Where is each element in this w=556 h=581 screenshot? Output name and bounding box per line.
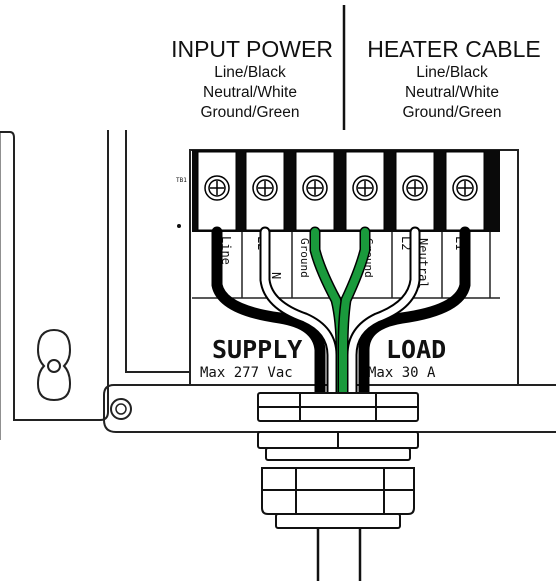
neutral-wire-supply <box>261 228 336 399</box>
supply-rating: Max 277 Vac <box>200 365 293 381</box>
mounting-keyhole <box>36 328 72 402</box>
screw-icon <box>252 175 278 201</box>
cable-gland <box>257 392 419 529</box>
neutral-wire-load <box>348 228 419 399</box>
screw-icon <box>302 175 328 201</box>
heater-cable-line-2: Neutral/White <box>405 84 499 101</box>
load-label-group: LOAD Max 30 A <box>368 335 446 381</box>
slot-label-n: N <box>269 272 283 279</box>
supply-label: SUPPLY <box>212 335 302 364</box>
ground-wire-load <box>339 228 369 399</box>
heater-cable-line-3: Ground/Green <box>402 104 501 121</box>
line-wire-load <box>358 226 471 401</box>
heater-cable-header: HEATER CABLE Line/Black Neutral/White Gr… <box>367 36 540 121</box>
terminal-block <box>192 150 500 232</box>
line-wire-supply <box>211 226 326 401</box>
input-power-header: INPUT POWER Line/Black Neutral/White Gro… <box>171 36 333 121</box>
slot-label-ground-left: Ground <box>298 238 311 278</box>
load-rating: Max 30 A <box>368 365 436 381</box>
board-dot <box>177 224 181 228</box>
exit-cable <box>316 528 362 581</box>
heater-cable-title: HEATER CABLE <box>367 36 540 62</box>
enclosure <box>0 130 556 440</box>
screw-icon <box>352 175 378 201</box>
input-power-line-1: Line/Black <box>214 64 286 81</box>
wires <box>211 226 471 401</box>
input-power-title: INPUT POWER <box>171 36 333 62</box>
terminal-screws <box>204 175 478 201</box>
enclosure-screw <box>110 398 132 420</box>
screw-icon <box>402 175 428 201</box>
tb1-label: TB1 <box>176 177 187 184</box>
input-power-line-3: Ground/Green <box>200 104 299 121</box>
screw-icon <box>204 175 230 201</box>
supply-label-group: SUPPLY Max 277 Vac <box>200 335 302 381</box>
screw-icon <box>452 175 478 201</box>
input-power-line-2: Neutral/White <box>203 84 297 101</box>
load-label: LOAD <box>386 335 446 364</box>
heater-cable-line-1: Line/Black <box>416 64 488 81</box>
